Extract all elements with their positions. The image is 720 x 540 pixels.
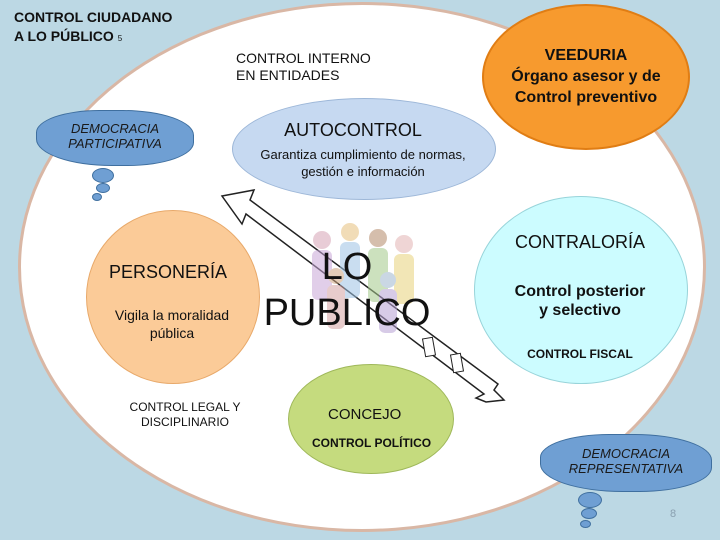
concejo-title: CONCEJO	[328, 406, 401, 423]
center-line-2: PUBLICO	[262, 290, 432, 336]
lo-publico-label: LO PUBLICO	[262, 244, 432, 336]
dr-line-1: DEMOCRACIA	[541, 446, 711, 461]
contraloria-footer: CONTROL FISCAL	[474, 347, 686, 361]
democracia-representativa-cloud: DEMOCRACIA REPRESENTATIVA	[540, 434, 712, 492]
contraloria-description: Control posterior y selectivo	[474, 282, 686, 320]
contraloria-line-1: Control posterior	[474, 282, 686, 301]
dr-bubble-medium	[581, 508, 597, 519]
contraloria-title: CONTRALORÍA	[474, 232, 686, 253]
page-number: 8	[670, 508, 676, 520]
concejo-subtitle: CONTROL POLÍTICO	[312, 436, 431, 450]
dr-bubble-small	[580, 520, 591, 528]
dr-bubble-large	[578, 492, 602, 508]
dr-line-2: REPRESENTATIVA	[541, 461, 711, 476]
contraloria-line-2: y selectivo	[474, 301, 686, 320]
center-line-1: LO	[262, 244, 432, 290]
